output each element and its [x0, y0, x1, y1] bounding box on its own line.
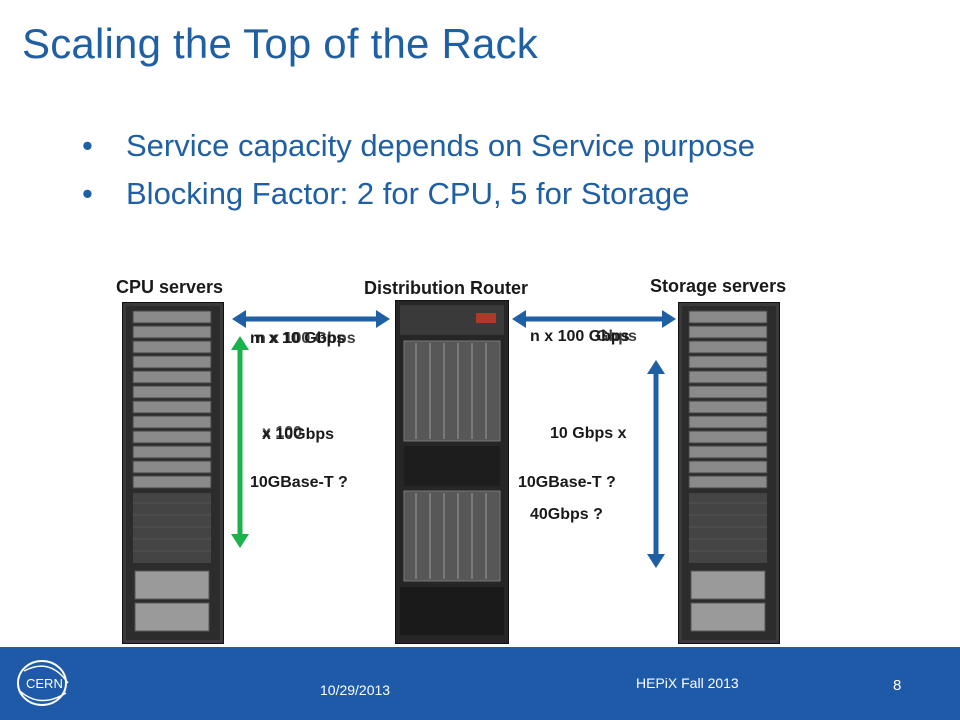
storage-rack-drawing: [688, 310, 768, 632]
left-link-arrow: [232, 310, 390, 328]
cern-logo-text: CERN: [26, 676, 63, 691]
left-media-label: 10GBase-T ?: [250, 474, 348, 491]
storage-servers-label: Storage servers: [650, 276, 787, 296]
bullet-text: Service capacity depends on Service purp…: [126, 128, 755, 163]
cpu-servers-label: CPU servers: [116, 277, 224, 297]
bullet-text: Blocking Factor: 2 for CPU, 5 for Storag…: [126, 176, 690, 211]
cpu-server-rack: [122, 302, 224, 644]
router-drawing: [400, 305, 504, 635]
right-media-label: 10GBase-T ?: [518, 474, 616, 491]
bullet-item: • Service capacity depends on Service pu…: [82, 122, 755, 170]
cpu-vertical-arrow: [231, 336, 249, 548]
cern-logo-icon: CERN: [17, 660, 69, 706]
bullet-dot-icon: •: [82, 128, 93, 163]
storage-vertical-arrow: [647, 360, 665, 568]
distribution-router-chassis: [395, 300, 509, 644]
slide-title: Scaling the Top of the Rack: [22, 20, 538, 67]
left-link-label: m x 10 Gbps: [250, 330, 346, 347]
footer-bar: CERN 10/29/2013 HEPiX Fall 2013 8: [0, 647, 960, 720]
left-link-label-overlap: n x 100 Gbps: [256, 330, 356, 347]
right-vertical-label: 10 Gbps x: [550, 425, 627, 442]
storage-server-rack: [678, 302, 780, 644]
bullet-dot-icon: •: [82, 176, 93, 211]
right-link-label: n x 100 Gbps: [530, 328, 630, 345]
right-link-arrow: [512, 310, 676, 328]
footer-page-number: 8: [893, 677, 902, 694]
distribution-router-label: Distribution Router: [364, 278, 528, 298]
right-link-label-overlap: Gbps: [596, 328, 637, 345]
bullet-item: • Blocking Factor: 2 for CPU, 5 for Stor…: [82, 170, 755, 218]
left-vertical-label: x 10Gbps: [262, 426, 335, 443]
left-vertical-label-overlap: x 100: [262, 424, 303, 441]
footer-date: 10/29/2013: [320, 682, 391, 698]
cpu-rack-drawing: [132, 310, 212, 632]
bullet-list: • Service capacity depends on Service pu…: [82, 122, 755, 218]
right-speed-label: 40Gbps ?: [530, 506, 603, 523]
footer-event: HEPiX Fall 2013: [636, 675, 739, 691]
